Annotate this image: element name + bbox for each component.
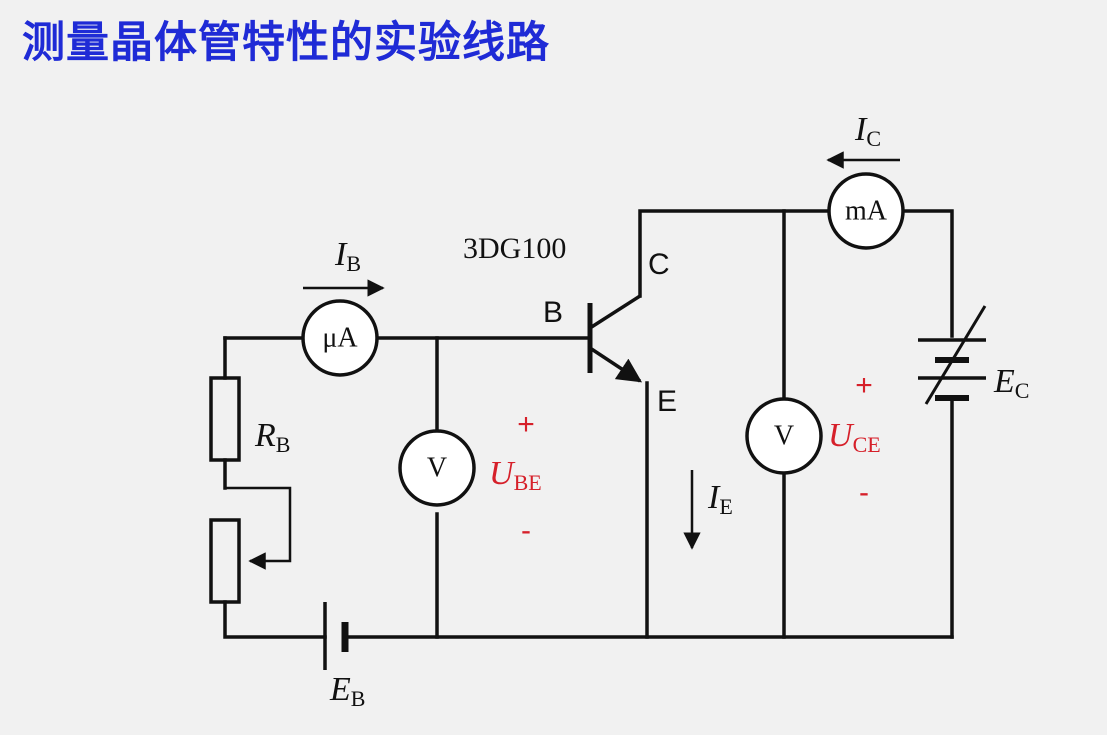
voltage-uce-group: + UCE - [828, 369, 881, 509]
resistor-rb [209, 376, 241, 462]
voltmeter-be: V [398, 429, 476, 507]
transistor-collector-lead [589, 294, 641, 330]
label-rb: RB [254, 417, 290, 457]
label-uce: UCE [828, 417, 881, 457]
label-eb: EB [329, 671, 365, 711]
terminal-e: E [657, 385, 677, 418]
ube-minus-sign: - [521, 514, 531, 547]
rheostat [209, 518, 241, 604]
micro-ammeter: μA [301, 299, 379, 377]
label-ec: EC [993, 363, 1029, 403]
label-ube: UBE [489, 455, 542, 495]
ube-plus-sign: + [517, 408, 535, 441]
micro-ammeter-label: μA [322, 323, 358, 354]
label-ic: IC [854, 111, 881, 151]
slide-title: 测量晶体管特性的实验线路 [22, 18, 550, 68]
label-ib: IB [334, 236, 361, 276]
voltmeter-ce: V [745, 397, 823, 475]
milli-ammeter: mA [827, 172, 905, 250]
rheostat-wiper-wire [225, 486, 292, 570]
voltage-ube-group: + UBE - [489, 408, 542, 547]
label-ie: IE [707, 479, 733, 519]
uce-plus-sign: + [855, 369, 873, 402]
milli-ammeter-label: mA [845, 196, 888, 227]
transistor-model: 3DG100 [463, 232, 566, 265]
uce-minus-sign: - [859, 476, 869, 509]
terminal-b: B [543, 296, 563, 329]
voltmeter-be-label: V [427, 453, 447, 484]
wire-base-left [223, 336, 327, 639]
wire-collector [638, 209, 954, 338]
transistor-emitter-lead [589, 346, 643, 383]
battery-ec-variable-arrow [924, 305, 987, 405]
voltmeter-ce-label: V [774, 421, 794, 452]
terminal-c: C [648, 248, 670, 281]
